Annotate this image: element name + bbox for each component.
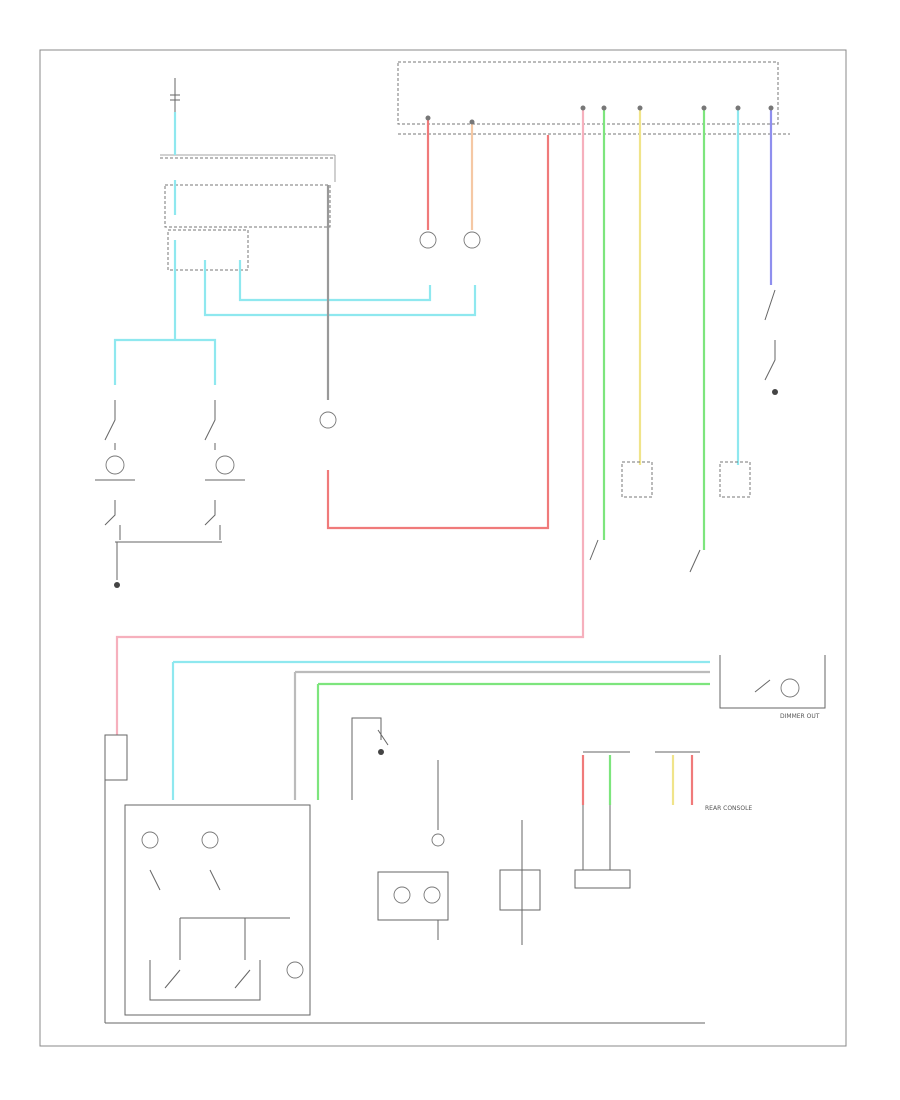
grey-wire-lower <box>293 670 710 800</box>
rear-console-label: REAR CONSOLE <box>705 805 752 812</box>
relay-box <box>164 184 331 271</box>
switch-icon <box>104 289 776 573</box>
right-switch-boxes <box>621 461 751 498</box>
power-source-block <box>160 78 336 182</box>
module-right-wires <box>115 110 773 735</box>
center-lamp-stack <box>377 760 449 940</box>
ground-icon <box>114 389 778 755</box>
rear-connector: REAR CONSOLE <box>574 751 752 889</box>
diagram-frame <box>39 49 847 1047</box>
cyan-power-wires <box>113 112 477 385</box>
side-connector <box>499 820 541 945</box>
middle-relay <box>351 717 389 800</box>
cyan-wire-lamps <box>113 338 217 385</box>
control-module-box <box>104 734 705 1024</box>
cyan-wire-branch-2 <box>238 260 432 302</box>
lower-bundle <box>171 660 710 800</box>
lamp-icon <box>105 231 800 979</box>
module-connector <box>397 61 790 135</box>
red-wire-loop <box>326 135 550 530</box>
cyan-wire-lower <box>171 660 710 800</box>
pink-wire-long <box>115 110 585 735</box>
central-dimmer-label: DIMMER OUT <box>780 713 820 720</box>
module-pins <box>425 105 774 125</box>
left-common-bar <box>115 541 222 580</box>
cyan-wire-branch <box>203 260 477 317</box>
green-wire-lower <box>316 682 710 800</box>
right-lamp-housing: DIMMER OUT <box>719 655 826 720</box>
module-output-wires <box>326 118 550 530</box>
